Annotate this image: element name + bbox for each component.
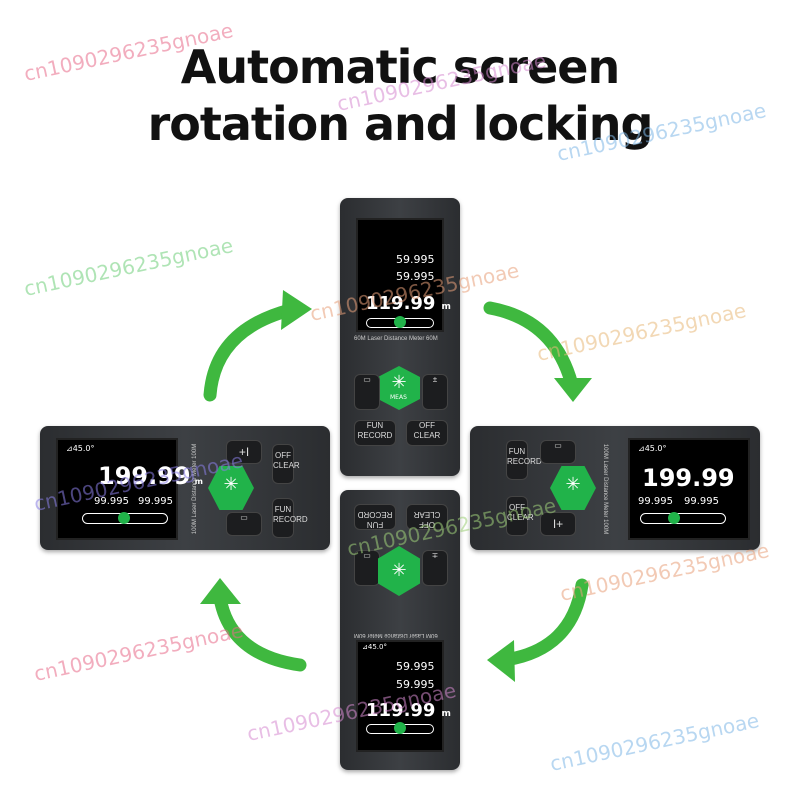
status-dot xyxy=(394,722,406,734)
headline-line-1: Automatic screen xyxy=(180,40,620,94)
arrowhead-top-left xyxy=(281,290,312,330)
reading-secondary-a: 99.995 xyxy=(638,496,673,507)
model-label: 60M Laser Distance Meter 60M xyxy=(354,632,438,638)
progress-bar xyxy=(640,513,726,524)
off-clear-button[interactable]: OFF CLEAR xyxy=(272,444,300,484)
arrow-bottom-left xyxy=(213,591,307,672)
area-mode-button[interactable]: ▭ xyxy=(226,512,262,536)
laser-star-icon: ✳ xyxy=(391,560,407,580)
measure-button[interactable] xyxy=(378,366,420,410)
model-label: 100M Laser Distance Meter 100M xyxy=(602,443,609,535)
fun-record-button[interactable]: FUN RECORD xyxy=(354,420,396,446)
reading-secondary-a: 99.995 xyxy=(94,496,129,507)
device-bottom: FUN RECORD OFF CLEAR ▭ ∓ ✳ 60M Laser Dis… xyxy=(340,490,460,770)
arrow-top-right xyxy=(483,301,579,392)
device-screen xyxy=(356,218,444,332)
measure-button[interactable] xyxy=(550,466,596,510)
arrowhead-bottom-right xyxy=(487,640,515,682)
arrowhead-top-right xyxy=(554,378,592,402)
status-dot xyxy=(668,512,680,524)
angle-readout: ⊿45.0° xyxy=(362,643,387,651)
area-mode-button[interactable]: ▭ xyxy=(540,440,576,464)
status-dot xyxy=(394,316,406,328)
area-mode-button[interactable]: ▭ xyxy=(354,374,380,410)
angle-readout: ⊿45.0° xyxy=(638,444,667,453)
angle-readout: ⊿45.0° xyxy=(66,444,95,453)
reading-secondary-b: 59.995 xyxy=(396,270,435,283)
plus-minus-button[interactable]: ∓ xyxy=(422,550,448,586)
measure-button[interactable] xyxy=(208,466,254,510)
meas-label: MEAS xyxy=(390,394,407,401)
reading-secondary-b: 99.995 xyxy=(684,496,719,507)
laser-star-icon: ✳ xyxy=(565,474,581,494)
fun-record-button[interactable]: FUN RECORD xyxy=(354,504,396,530)
device-right: FUN RECORD OFF CLEAR ▭ I+ ✳ 100M Laser D… xyxy=(470,426,760,550)
status-dot xyxy=(118,512,130,524)
fun-record-button[interactable]: FUN RECORD xyxy=(272,498,308,538)
arrow-bottom-right xyxy=(498,578,589,667)
model-label: 60M Laser Distance Meter 60M xyxy=(354,336,438,342)
laser-star-icon: ✳ xyxy=(391,372,407,392)
plus-minus-button[interactable]: ± xyxy=(422,374,448,410)
off-clear-button[interactable]: OFF CLEAR xyxy=(506,496,534,536)
reading-secondary-b: 99.995 xyxy=(138,496,173,507)
reading-secondary-a: 59.995 xyxy=(396,660,435,673)
reading-secondary-a: 59.995 xyxy=(396,253,435,266)
laser-star-icon: ✳ xyxy=(223,474,239,494)
arrow-top-left xyxy=(203,303,297,402)
headline-line-2: rotation and locking xyxy=(147,97,654,151)
fun-record-button[interactable]: FUN RECORD xyxy=(506,440,542,480)
reading-main: 199.99 xyxy=(642,464,735,492)
area-mode-button[interactable]: ▭ xyxy=(354,550,380,586)
off-clear-button[interactable]: OFF CLEAR xyxy=(406,420,448,446)
reading-secondary-b: 59.995 xyxy=(396,678,435,691)
plus-minus-button[interactable]: I+ xyxy=(540,512,576,536)
plus-minus-button[interactable]: +I xyxy=(226,440,262,464)
arrowhead-bottom-left xyxy=(200,578,241,604)
